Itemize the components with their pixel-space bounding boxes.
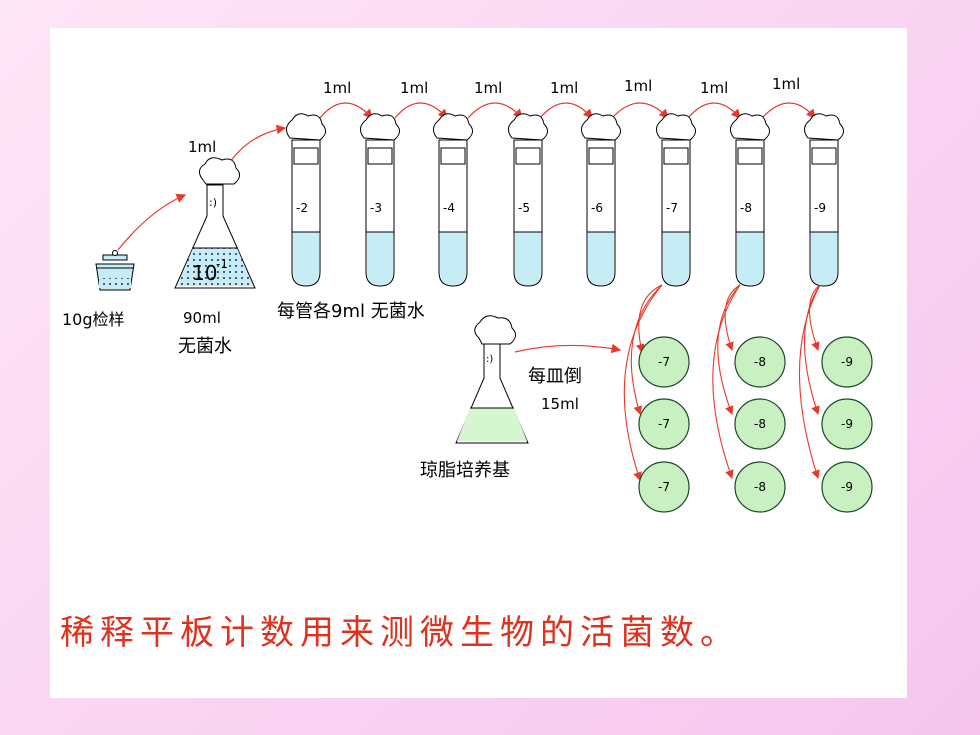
arrow-tube-6-to-7 xyxy=(687,102,741,119)
tube-dilution-label: -3 xyxy=(370,201,382,215)
arrow-sample-to-flask xyxy=(117,193,187,251)
plate-grid: -7 -7 -7 -8 -8 -8 -9 -9 -9 xyxy=(638,336,873,513)
svg-text::): :) xyxy=(209,196,217,209)
plate-dilution-label: -9 xyxy=(841,355,853,369)
petri-plate: -7 xyxy=(638,398,690,450)
plate-dilution-label: -7 xyxy=(658,480,670,494)
dilution-tube: -3 xyxy=(360,113,400,287)
caption: 稀释平板计数用来测微生物的活菌数。 xyxy=(60,613,740,653)
tube-dilution-label: -6 xyxy=(591,201,603,215)
agar-pour-line1: 每皿倒 xyxy=(528,366,582,387)
arrow-tube-3-to-4 xyxy=(467,102,523,119)
arrow-tube-7-to-8 xyxy=(761,102,816,119)
transfer-label-step-7: 1ml xyxy=(772,75,800,93)
dilution-tube: -6 xyxy=(581,113,621,287)
plating-arrows xyxy=(623,284,821,482)
transfer-label-step-1: 1ml xyxy=(323,79,351,97)
plate-dilution-label: -9 xyxy=(841,480,853,494)
tube-dilution-label: -8 xyxy=(740,201,752,215)
flask-dilution-base: 10 xyxy=(192,261,217,285)
petri-plate: -7 xyxy=(638,336,690,388)
petri-plate: -7 xyxy=(638,461,690,513)
tube-dilution-label: -9 xyxy=(814,201,826,215)
transfer-label-step-2: 1ml xyxy=(400,79,428,97)
flask-volume: 90ml xyxy=(183,309,221,327)
dilution-tube: -7 xyxy=(656,113,696,287)
dilution-tube: -9 xyxy=(804,113,844,287)
flask-dilution-exp: -1 xyxy=(216,257,228,271)
plate-dilution-label: -9 xyxy=(841,417,853,431)
arrow-tube-4-to-5 xyxy=(539,102,593,119)
transfer-label-flask: 1ml xyxy=(188,138,216,156)
arrow-tube-5-to-6 xyxy=(611,102,669,119)
dilution-tube: -2 xyxy=(286,113,326,287)
petri-plate: -9 xyxy=(821,398,873,450)
arrow-tube-2-to-3 xyxy=(394,102,448,119)
agar-label: 琼脂培养基 xyxy=(420,460,510,481)
tube-dilution-label: -4 xyxy=(443,201,455,215)
petri-plate: -8 xyxy=(734,461,786,513)
transfer-label-step-6: 1ml xyxy=(700,79,728,97)
dilution-flask-icon: :) xyxy=(174,157,256,289)
arrow-tube-1-to-2 xyxy=(319,102,373,119)
tubes-description: 每管各9ml 无菌水 xyxy=(277,301,425,322)
dilution-tube: -8 xyxy=(730,113,770,287)
tube-dilution-label: -5 xyxy=(518,201,530,215)
tube-dilution-label: -2 xyxy=(296,201,308,215)
flask-water: 无菌水 xyxy=(178,336,232,357)
plate-dilution-label: -8 xyxy=(754,480,766,494)
plate-dilution-label: -8 xyxy=(754,355,766,369)
transfer-label-step-5: 1ml xyxy=(624,77,652,95)
tube-row: -2 -3 -4 -5 -6 -7 -8 -9 xyxy=(286,113,844,287)
petri-plate: -8 xyxy=(734,398,786,450)
transfer-label-step-3: 1ml xyxy=(474,79,502,97)
agar-pour-line2: 15ml xyxy=(541,395,579,413)
pour-arrow xyxy=(514,343,622,354)
plate-dilution-label: -7 xyxy=(658,417,670,431)
petri-plate: -9 xyxy=(821,461,873,513)
petri-plate: -8 xyxy=(734,336,786,388)
transfer-label-step-4: 1ml xyxy=(550,79,578,97)
petri-plate: -9 xyxy=(821,336,873,388)
sample-label: 10g检样 xyxy=(62,310,125,329)
plate-dilution-label: -8 xyxy=(754,417,766,431)
svg-text::): :) xyxy=(486,354,493,365)
tube-dilution-label: -7 xyxy=(666,201,678,215)
agar-flask-icon: :) xyxy=(455,315,529,444)
dilution-tube: -4 xyxy=(433,113,473,287)
sample-container-icon xyxy=(95,250,135,291)
plate-dilution-label: -7 xyxy=(658,355,670,369)
dilution-tube: -5 xyxy=(508,113,548,287)
